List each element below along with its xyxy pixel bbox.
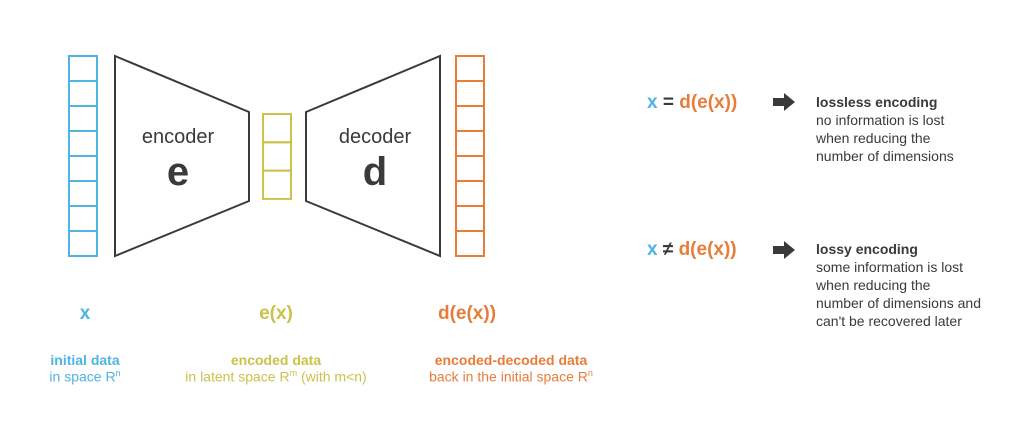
right-arrow-icon [773,93,795,111]
input-vector-cell [68,130,98,157]
input-vector [68,55,98,257]
latent-vector-cell [262,169,292,200]
ex-label: e(x) [259,303,293,324]
lossless-line-2: when reducing the [816,130,931,146]
encoder-word: encoder [142,126,215,148]
output-vector-cell [455,55,485,82]
latent-vector [262,113,292,200]
lossy-op: ≠ [657,239,679,260]
encoder-trapezoid [114,54,250,258]
lossy-lhs: x [647,239,658,260]
output-vector-cell [455,155,485,182]
input-vector-cell [68,155,98,182]
decoder-word: decoder [339,126,412,148]
lossless-note: lossless encoding no information is lost… [816,93,954,165]
output-vector-cell [455,230,485,257]
input-vector-cell [68,180,98,207]
output-vector-cell [455,80,485,107]
decoder-symbol: d [363,150,387,194]
latent-vector-cell [262,113,292,144]
lossless-title: lossless encoding [816,94,938,110]
lossy-line-4: can't be recovered later [816,313,962,329]
output-vector [455,55,485,257]
lossless-equation: x = d(e(x)) [647,92,737,114]
decoded-data-sub: back in the initial space Rn [429,368,593,385]
lossless-rhs: d(e(x)) [679,92,738,113]
lossy-equation: x ≠ d(e(x)) [647,239,737,261]
lossy-title: lossy encoding [816,241,918,257]
initial-data-caption: initial data in space Rn [25,352,145,385]
input-vector-cell [68,105,98,132]
lossy-rhs: d(e(x)) [678,239,737,260]
initial-data-title: initial data [50,352,120,368]
output-vector-cell [455,205,485,232]
lossy-note: lossy encoding some information is lost … [816,240,981,330]
lossless-line-1: no information is lost [816,112,945,128]
encoded-data-caption: encoded data in latent space Rm (with m<… [166,352,386,385]
input-vector-cell [68,205,98,232]
lossy-line-3: number of dimensions and [816,295,981,311]
encoded-data-sub: in latent space Rm (with m<n) [185,368,367,385]
lossless-op: = [657,92,680,113]
dex-label: d(e(x)) [437,303,497,324]
input-vector-cell [68,230,98,257]
output-vector-cell [455,180,485,207]
input-vector-cell [68,55,98,82]
decoded-data-caption: encoded-decoded data back in the initial… [411,352,611,385]
lossless-lhs: x [647,92,658,113]
output-vector-cell [455,105,485,132]
decoded-data-title: encoded-decoded data [434,352,588,368]
encoded-data-title: encoded data [230,352,322,368]
x-label: x [79,303,91,324]
latent-vector-cell [262,141,292,172]
lossy-line-1: some information is lost [816,259,964,275]
lossless-line-3: number of dimensions [816,148,954,164]
output-vector-cell [455,130,485,157]
decoder-trapezoid [305,54,441,258]
encoder-symbol: e [167,150,189,194]
input-vector-cell [68,80,98,107]
initial-data-sub: in space Rn [49,368,121,385]
right-arrow-icon [773,241,795,259]
lossy-line-2: when reducing the [816,277,931,293]
